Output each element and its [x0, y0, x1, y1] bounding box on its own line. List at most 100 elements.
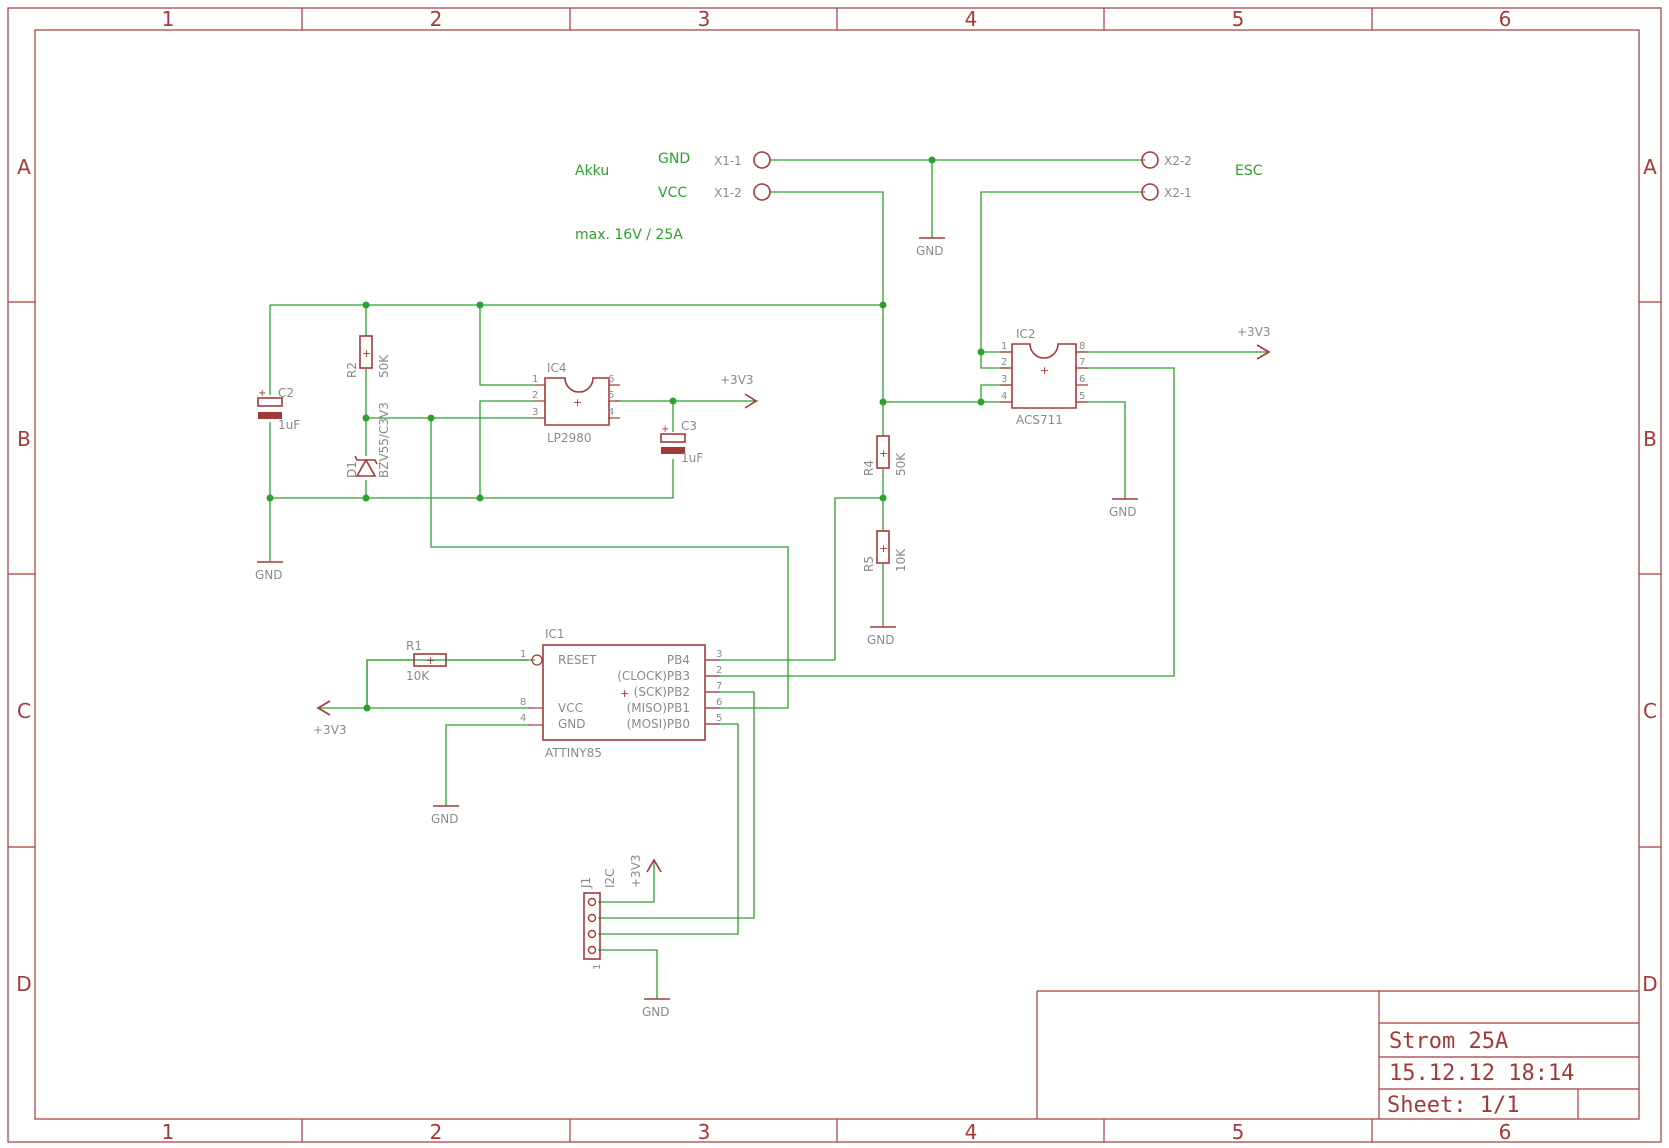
- ic1-pin-pb1: (MISO)PB1: [627, 701, 690, 715]
- connector-x1-1: X1-1: [714, 151, 771, 169]
- ic1-pin-gnd: GND: [558, 717, 586, 731]
- zone-row-a-right: A: [1643, 155, 1657, 179]
- supply-3v3-j1: +3V3: [629, 854, 662, 888]
- zone-col-5: 5: [1232, 7, 1245, 31]
- svg-text:2: 2: [716, 665, 722, 676]
- r5-value: 10K: [894, 548, 908, 572]
- resistor-r4: + R4 50K: [862, 435, 908, 476]
- ic1-pin-vcc: VCC: [558, 701, 583, 715]
- zone-col-1-bottom: 1: [162, 1120, 175, 1144]
- ic1-pin-pb0: (MOSI)PB0: [627, 717, 690, 731]
- zone-col-6-bottom: 6: [1499, 1120, 1512, 1144]
- gnd-symbol-ic1: GND: [431, 805, 459, 826]
- x1-1-label: X1-1: [714, 154, 742, 168]
- ic1-pin-pb4: PB4: [667, 653, 690, 667]
- j1-name: J1: [579, 877, 593, 889]
- zone-row-c: C: [17, 699, 31, 723]
- svg-text:+: +: [620, 687, 629, 700]
- r4-value: 50K: [894, 452, 908, 476]
- title-block-sheet: Sheet: 1/1: [1387, 1093, 1519, 1118]
- resistor-r2: + R2 50K: [345, 335, 391, 378]
- svg-text:+: +: [879, 542, 888, 555]
- drawing-frame: [7, 7, 1662, 1143]
- zener-diode-d1: D1 BZV55/C3V3: [345, 402, 391, 478]
- title-block-date: 15.12.12 18:14: [1389, 1061, 1574, 1086]
- supply-3v3-ic1: +3V3: [313, 700, 347, 737]
- c2-value: 1uF: [278, 418, 300, 432]
- svg-text:2: 2: [1001, 357, 1007, 368]
- gnd-symbol-c2: GND: [255, 561, 283, 582]
- x1-2-label: X1-2: [714, 186, 742, 200]
- zone-col-4-bottom: 4: [965, 1120, 978, 1144]
- ic1-pin-reset: RESET: [558, 653, 597, 667]
- svg-text:8: 8: [1079, 341, 1085, 352]
- svg-text:7: 7: [1079, 357, 1085, 368]
- resistor-r5: + R5 10K: [862, 530, 908, 572]
- ic1-name: IC1: [545, 627, 565, 641]
- svg-text:6: 6: [608, 374, 614, 385]
- svg-text:4: 4: [608, 407, 614, 418]
- gnd-symbol-top: GND: [916, 237, 945, 258]
- resistor-r1: + R1 10K: [406, 639, 447, 683]
- zone-col-6: 6: [1499, 7, 1512, 31]
- microcontroller-ic1: 1 8 4 3 2 7 6 5 RESET VCC GND PB4 (CLOCK…: [520, 627, 722, 760]
- svg-text:1: 1: [532, 374, 538, 385]
- svg-text:GND: GND: [867, 633, 895, 647]
- zone-col-3-bottom: 3: [698, 1120, 711, 1144]
- ic1-pin-pb2: (SCK)PB2: [634, 685, 690, 699]
- svg-text:6: 6: [716, 697, 722, 708]
- svg-text:GND: GND: [255, 568, 283, 582]
- note-akku: Akku: [575, 163, 609, 179]
- zone-row-c-right: C: [1643, 699, 1657, 723]
- supply-3v3-ic4: +3V3: [720, 373, 758, 409]
- svg-text:+3V3: +3V3: [720, 373, 754, 387]
- j1-pin1: 1: [592, 964, 603, 970]
- note-max-rating: max. 16V / 25A: [575, 227, 683, 243]
- zone-row-b: B: [17, 427, 31, 451]
- c3-value: 1uF: [681, 451, 703, 465]
- zone-labels: 1 2 3 4 5 6 1 2 3 4 5 6 A B C D A B C D: [16, 7, 1657, 1144]
- r1-value: 10K: [406, 669, 430, 683]
- svg-text:+: +: [573, 396, 582, 409]
- svg-text:GND: GND: [1109, 505, 1137, 519]
- zone-col-1: 1: [162, 7, 175, 31]
- svg-text:8: 8: [520, 697, 526, 708]
- regulator-ic4: + 1 2 3 4 5 6 IC4 LP2980: [532, 361, 620, 445]
- note-gnd: GND: [658, 151, 690, 167]
- zone-row-b-right: B: [1643, 427, 1657, 451]
- zone-row-a: A: [17, 155, 31, 179]
- r4-name: R4: [862, 460, 876, 476]
- svg-text:+: +: [661, 424, 669, 435]
- svg-text:+: +: [879, 447, 888, 460]
- ic2-value: ACS711: [1016, 413, 1063, 427]
- svg-text:1: 1: [1001, 341, 1007, 352]
- svg-text:5: 5: [1079, 391, 1085, 402]
- svg-text:1: 1: [520, 649, 526, 660]
- svg-text:+: +: [426, 654, 435, 667]
- svg-text:6: 6: [1079, 374, 1085, 385]
- svg-text:2: 2: [532, 390, 538, 401]
- x2-1-label: X2-1: [1164, 186, 1192, 200]
- zone-row-d-right: D: [1642, 972, 1657, 996]
- wires: [269, 159, 1268, 999]
- r2-name: R2: [345, 362, 359, 378]
- capacitor-c2: + C2 1uF: [257, 386, 300, 432]
- d1-value: BZV55/C3V3: [377, 402, 391, 478]
- zone-col-2-bottom: 2: [430, 1120, 443, 1144]
- ic1-value: ATTINY85: [545, 746, 602, 760]
- svg-text:+3V3: +3V3: [629, 854, 643, 888]
- zone-col-4: 4: [965, 7, 978, 31]
- d1-name: D1: [345, 461, 359, 478]
- capacitor-c3: + C3 1uF: [660, 419, 703, 465]
- junctions: [266, 156, 985, 712]
- connector-x2-1: X2-1: [1141, 183, 1192, 201]
- svg-text:3: 3: [532, 407, 538, 418]
- title-block: [1036, 990, 1639, 1119]
- svg-text:+: +: [362, 347, 371, 360]
- svg-text:GND: GND: [642, 1005, 670, 1019]
- note-vcc: VCC: [658, 185, 687, 201]
- svg-text:GND: GND: [916, 244, 944, 258]
- svg-text:GND: GND: [431, 812, 459, 826]
- connector-x2-2: X2-2: [1141, 151, 1192, 169]
- zone-col-5-bottom: 5: [1232, 1120, 1245, 1144]
